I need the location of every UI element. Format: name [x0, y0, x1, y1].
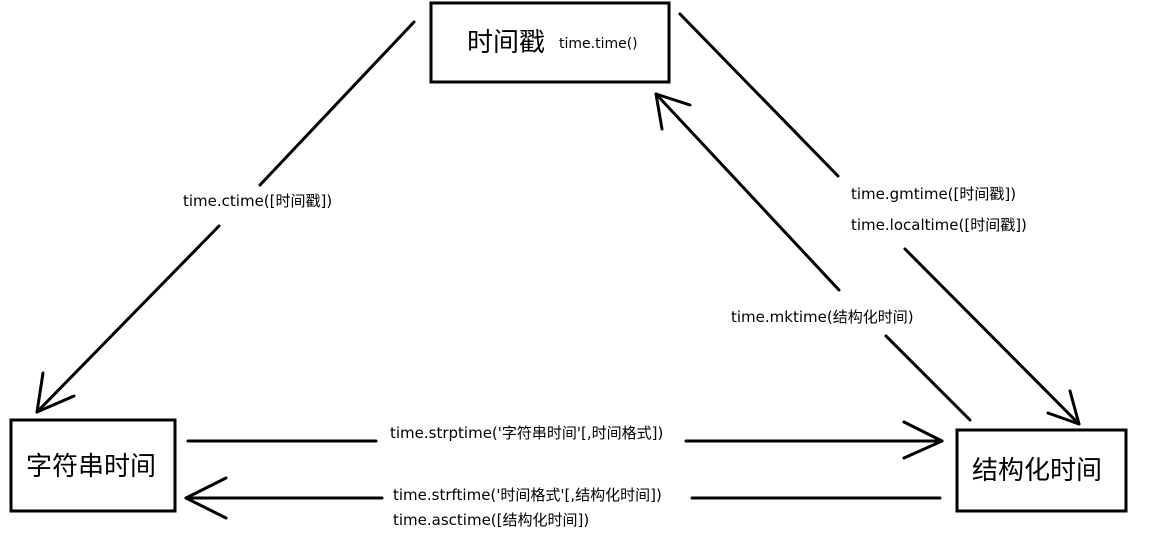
edge-struct-to-timestamp-line-upper	[654, 92, 841, 292]
edge-struct-to-string-label-asctime: time.asctime([结构化时间])	[393, 511, 589, 529]
edge-timestamp-to-struct-label-gmtime: time.gmtime([时间戳])	[851, 185, 1016, 203]
edge-struct-to-timestamp-label: time.mktime(结构化时间)	[731, 308, 914, 326]
edge-timestamp-to-struct-arrowhead	[1046, 389, 1081, 426]
edge-struct-to-timestamp: time.mktime(结构化时间)	[654, 92, 972, 422]
node-timestamp-box	[429, 1, 671, 84]
edge-timestamp-to-string-label: time.ctime([时间戳])	[183, 192, 332, 210]
edge-string-to-struct-arrowhead	[902, 420, 944, 460]
edge-timestamp-to-string: time.ctime([时间戳])	[35, 20, 416, 414]
node-timestamp: 时间戳 time.time()	[429, 1, 671, 84]
node-string-time-label: 字符串时间	[26, 452, 156, 482]
edge-struct-to-timestamp-arrowhead	[654, 92, 692, 131]
edge-timestamp-to-struct-line-upper	[678, 12, 840, 178]
node-struct-time-box	[955, 428, 1128, 513]
node-string-time-box	[9, 418, 177, 513]
node-struct-time: 结构化时间	[955, 428, 1128, 513]
edge-struct-to-string-label-strftime: time.strftime('时间格式'[,结构化时间])	[393, 486, 662, 504]
edge-timestamp-to-struct-label-localtime: time.localtime([时间戳])	[851, 216, 1027, 234]
edge-timestamp-to-string-arrowhead	[35, 371, 76, 414]
edge-timestamp-to-string-line-upper	[258, 20, 416, 187]
edge-timestamp-to-struct: time.gmtime([时间戳]) time.localtime([时间戳])	[678, 12, 1081, 426]
edge-string-to-struct: time.strptime('字符串时间'[,时间格式])	[186, 420, 944, 460]
edge-timestamp-to-struct-line-lower	[903, 247, 1081, 426]
node-struct-time-label: 结构化时间	[972, 456, 1102, 486]
node-string-time: 字符串时间	[9, 418, 177, 513]
edge-string-to-struct-label: time.strptime('字符串时间'[,时间格式])	[390, 424, 663, 442]
edge-struct-to-timestamp-line-lower	[884, 334, 972, 422]
edge-struct-to-string-arrowhead	[184, 476, 228, 520]
node-timestamp-label: 时间戳	[467, 28, 545, 58]
edge-struct-to-string: time.strftime('时间格式'[,结构化时间]) time.ascti…	[184, 476, 942, 529]
edge-timestamp-to-string-line-lower	[35, 224, 221, 414]
node-timestamp-sublabel: time.time()	[559, 36, 638, 52]
